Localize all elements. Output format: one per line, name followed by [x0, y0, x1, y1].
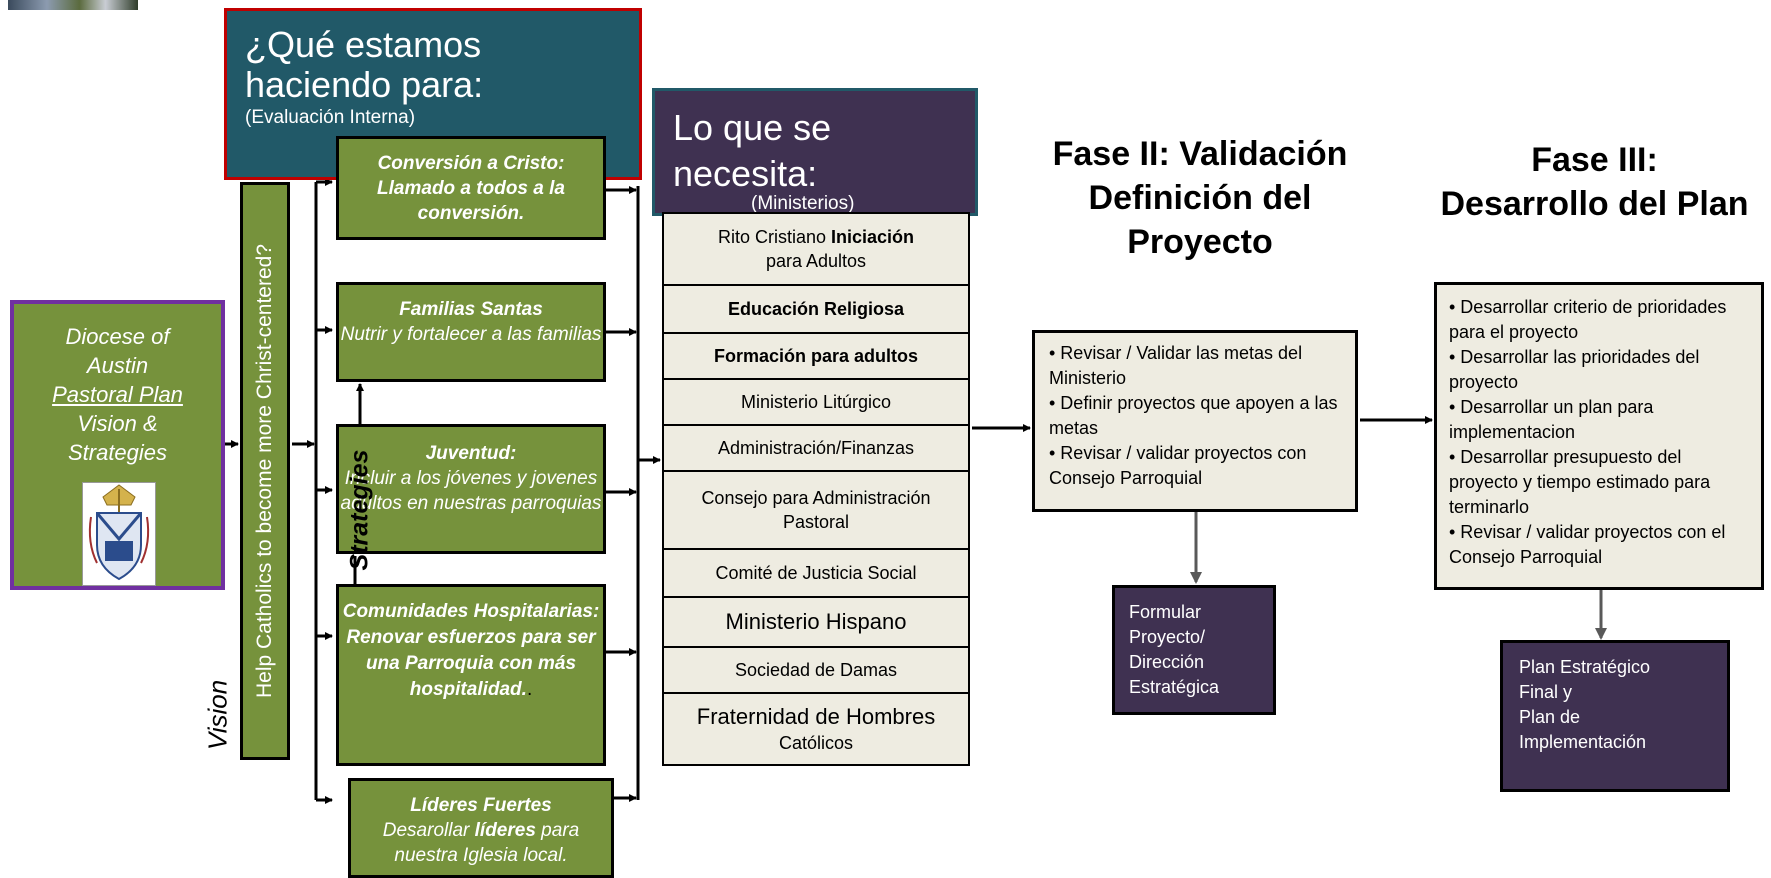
ministry-text: Administración/Finanzas: [717, 438, 915, 458]
phase-2-bullet: • Revisar / Validar las metas del Minist…: [1049, 343, 1303, 388]
strategies-label-text: Strategies: [345, 449, 374, 571]
phase-3-bullet: • Desarrollar presupuesto del proyecto y…: [1449, 447, 1711, 517]
phase-2-output-text: Formular Proyecto/ Dirección Estratégica: [1129, 602, 1220, 697]
strategy-body-post: para nuestra Iglesia local.: [394, 820, 580, 866]
phase-3-bullet: • Desarrollar un plan para implementacio…: [1449, 397, 1654, 442]
list-item: Formación para adultos: [664, 334, 968, 380]
list-item: Fraternidad de Hombres Católicos: [664, 694, 968, 764]
strategies-label: Strategies: [340, 420, 380, 600]
phase-2-title: Fase II: Validación Definición del Proye…: [1025, 132, 1375, 264]
phase-2-bullet: • Definir proyectos que apoyen a las met…: [1049, 393, 1338, 438]
list-item: Comité de Justicia Social: [664, 550, 968, 598]
phase-2-bullet: • Revisar / validar proyectos con Consej…: [1049, 443, 1307, 488]
diocese-pastoral-plan-box: Diocese of Austin Pastoral Plan Vision &…: [10, 300, 225, 590]
ministry-text: Comité de Justicia Social: [715, 563, 917, 583]
internal-evaluation-subtitle: (Evaluación Interna): [245, 107, 416, 128]
strategy-box-leaders: Líderes Fuertes Desarollar líderes para …: [348, 778, 614, 878]
phase-3-bullet: • Revisar / validar proyectos con el Con…: [1449, 522, 1726, 567]
diocese-line-3: Pastoral Plan: [52, 382, 183, 407]
phase-3-title-line: Desarrollo del Plan: [1440, 185, 1749, 223]
ministry-text: Fraternidad de Hombres: [696, 704, 936, 729]
needs-subtitle: (Ministerios): [751, 193, 855, 214]
ministry-text: Sociedad de Damas: [734, 660, 898, 680]
diocese-crest-icon: [82, 482, 156, 586]
list-item: Sociedad de Damas: [664, 648, 968, 694]
vision-label-text: Vision: [202, 679, 233, 751]
phase-3-title: Fase III: Desarrollo del Plan: [1418, 138, 1771, 226]
strategy-body: Nutrir y fortalecer a las familias: [340, 324, 602, 345]
needs-title: Lo que se necesita:: [673, 107, 832, 194]
phase-3-bullet: • Desarrollar criterio de prioridades pa…: [1449, 297, 1727, 342]
strategy-body: Incluir a los jóvenes y jovenes adultos …: [340, 468, 602, 514]
top-photo-thumbnail: [8, 0, 138, 10]
needs-header: Lo que se necesita: (Ministerios): [652, 88, 978, 216]
list-item: Consejo para Administración Pastoral: [664, 472, 968, 550]
phase-3-steps-box: • Desarrollar criterio de prioridades pa…: [1434, 282, 1764, 590]
phase-2-title-line: Definición del: [1088, 179, 1312, 217]
ministry-text-2: Católicos: [778, 733, 854, 753]
ministry-text: Ministerio Hispano: [725, 609, 907, 634]
strategy-trail: .: [526, 679, 533, 700]
strategy-body: Llamado a todos a la conversión.: [377, 178, 565, 224]
strategy-box-families: Familias Santas Nutrir y fortalecer a la…: [336, 282, 606, 382]
strategy-box-youth: Juventud: Incluir a los jóvenes y jovene…: [336, 424, 606, 554]
ministry-bold: Iniciación: [831, 227, 915, 247]
phase-3-output-line: Plan Estratégico: [1519, 657, 1651, 677]
ministry-text: Ministerio Litúrgico: [740, 392, 892, 412]
strategy-box-hospitality: Comunidades Hospitalarias: Renovar esfue…: [336, 584, 606, 766]
phase-3-title-line: Fase III:: [1531, 141, 1658, 179]
list-item: Administración/Finanzas: [664, 426, 968, 472]
phase-3-bullet: • Desarrollar las prioridades del proyec…: [1449, 347, 1700, 392]
strategy-title: Conversión a Cristo:: [377, 153, 565, 174]
phase-2-title-line: Fase II: Validación: [1052, 135, 1348, 173]
list-item: Ministerio Litúrgico: [664, 380, 968, 426]
diocese-line-4: Vision &: [77, 411, 158, 436]
ministry-text-2: para Adultos: [765, 251, 867, 271]
diocese-line-1: Diocese of: [65, 324, 170, 349]
diocese-line-5: Strategies: [67, 440, 168, 465]
ministry-text: Consejo para Administración Pastoral: [701, 488, 931, 532]
strategy-title: Juventud:: [425, 443, 517, 464]
phase-3-output-box: Plan Estratégico Final y Plan de Impleme…: [1500, 640, 1730, 792]
list-item: Ministerio Hispano: [664, 598, 968, 648]
vision-label: Vision: [193, 655, 243, 775]
strategy-title: Familias Santas: [399, 299, 543, 320]
strategy-title: Comunidades Hospitalarias:: [342, 601, 600, 622]
phase-3-output-line: Final y: [1519, 682, 1573, 702]
list-item: Rito Cristiano Iniciación para Adultos: [664, 214, 968, 286]
vision-bar-text: Help Catholics to become more Christ-cen…: [253, 243, 276, 699]
ministry-text: Formación para adultos: [713, 346, 919, 366]
phase-3-output-line: Plan de: [1519, 707, 1581, 727]
diocese-line-2: Austin: [86, 353, 149, 378]
ministries-list: Rito Cristiano Iniciación para Adultos E…: [662, 212, 970, 766]
internal-evaluation-title: ¿Qué estamos haciendo para:: [245, 24, 484, 105]
strategy-title: Líderes Fuertes: [410, 795, 552, 816]
strategy-body: Renovar esfuerzos para ser una Parroquia…: [346, 627, 596, 700]
list-item: Educación Religiosa: [664, 286, 968, 334]
vision-bar: Help Catholics to become more Christ-cen…: [240, 182, 290, 760]
phase-2-steps-box: • Revisar / Validar las metas del Minist…: [1032, 330, 1358, 512]
strategy-body-pre: Desarollar: [382, 820, 475, 841]
ministry-text: Educación Religiosa: [727, 299, 905, 319]
strategy-box-conversion: Conversión a Cristo: Llamado a todos a l…: [336, 136, 606, 240]
phase-2-title-line: Proyecto: [1127, 223, 1273, 261]
phase-3-output-line: Implementación: [1519, 732, 1647, 752]
strategy-body-bold: líderes: [474, 820, 536, 841]
phase-2-output-box: Formular Proyecto/ Dirección Estratégica: [1112, 585, 1276, 715]
ministry-text: Rito Cristiano: [717, 227, 831, 247]
